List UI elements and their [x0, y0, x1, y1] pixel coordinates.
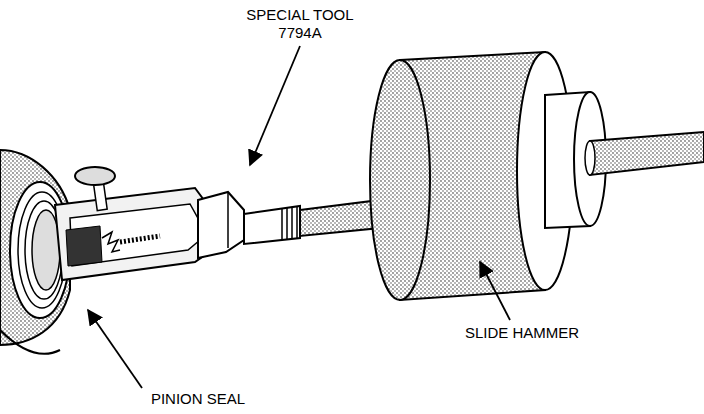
- slide-hammer: [300, 52, 704, 300]
- seal-puller-tool: [55, 167, 300, 280]
- part-label: PINION SEAL: [118, 390, 278, 408]
- part-label: SPECIAL TOOL 7794A: [240, 6, 360, 42]
- part-label: SLIDE HAMMER: [432, 324, 612, 342]
- leader-lines: [88, 46, 510, 388]
